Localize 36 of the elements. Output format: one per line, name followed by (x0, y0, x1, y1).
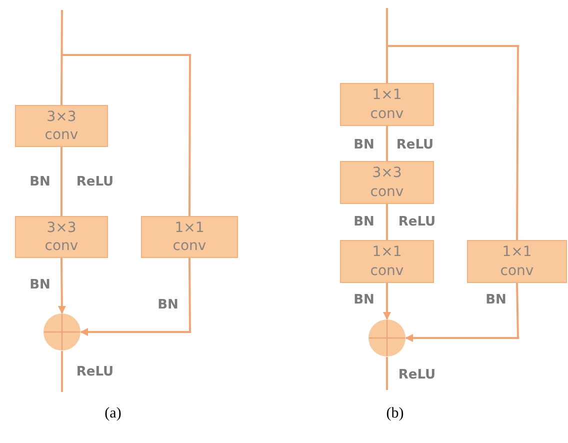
connector-line (386, 204, 388, 240)
arrow (58, 258, 66, 314)
connector-line (60, 10, 63, 105)
connector-line (386, 357, 388, 390)
connector-line (62, 54, 191, 216)
connector-line (61, 351, 63, 392)
layer-label: ReLU (396, 138, 434, 152)
layer-label: BN (30, 174, 50, 190)
conv-layer-box: 1×1 conv (141, 216, 238, 258)
panel-caption: (a) (104, 406, 122, 422)
layer-label: BN (354, 214, 374, 230)
layer-label: BN (486, 292, 506, 308)
layer-label: ReLU (398, 368, 436, 382)
connector-line (387, 45, 519, 240)
layer-label: BN (30, 278, 50, 292)
conv-layer-box: 3×3 conv (340, 161, 434, 204)
arrow (383, 283, 391, 320)
conv-layer-box: 3×3 conv (15, 105, 108, 147)
arrow (80, 258, 191, 336)
conv-layer-box: 3×3 conv (15, 216, 108, 258)
layer-label: BN (354, 292, 374, 308)
connector-line (60, 147, 62, 216)
conv-layer-box: 1×1 conv (340, 240, 434, 283)
panel-caption: (b) (386, 406, 404, 422)
layer-label: ReLU (398, 214, 436, 230)
conv-layer-box: 1×1 conv (467, 240, 567, 283)
sum-circle (368, 319, 406, 357)
connector-line (386, 8, 388, 83)
connector-line (386, 126, 388, 161)
sum-circle (43, 313, 81, 351)
layer-label: ReLU (76, 364, 114, 380)
layer-label: ReLU (76, 174, 114, 190)
layer-label: BN (158, 298, 178, 312)
conv-layer-box: 1×1 conv (340, 83, 434, 126)
arrow (405, 282, 520, 342)
layer-label: BN (354, 138, 374, 152)
